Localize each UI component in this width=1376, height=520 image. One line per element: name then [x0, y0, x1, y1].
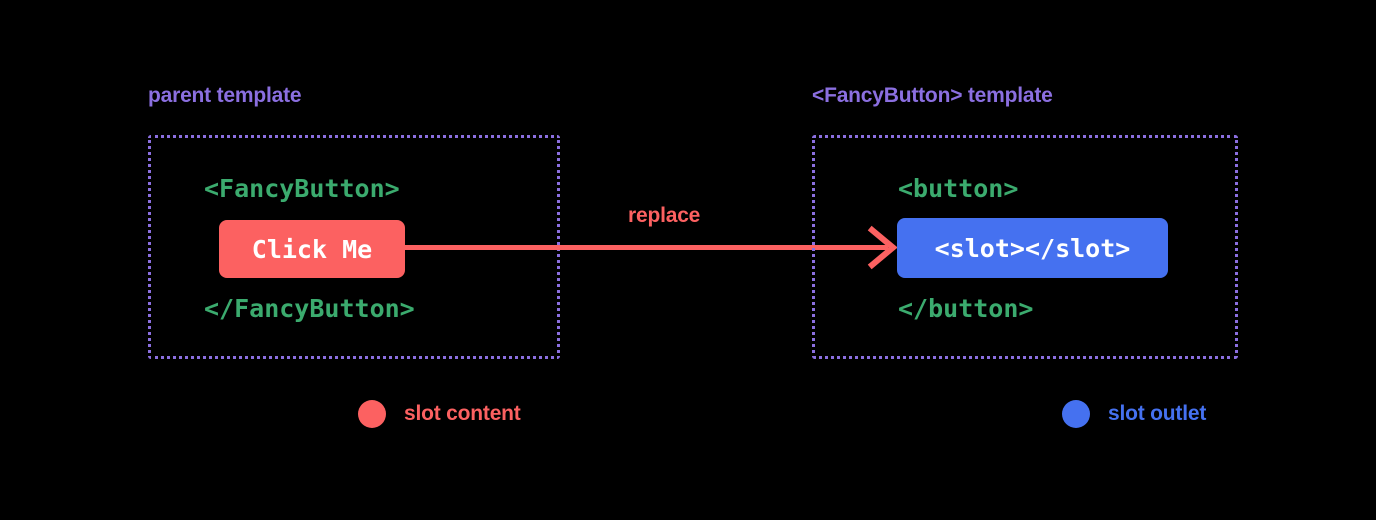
replace-arrow-icon — [400, 225, 898, 270]
parent-open-tag: <FancyButton> — [204, 174, 400, 203]
slot-content-chip[interactable]: Click Me — [219, 220, 405, 278]
arrow-head — [867, 225, 898, 270]
fancybutton-open-tag: <button> — [898, 174, 1019, 203]
parent-template-title: parent template — [148, 84, 302, 107]
circle-icon — [1062, 400, 1090, 428]
fancybutton-close-tag: </button> — [898, 294, 1034, 323]
slot-outlet-chip[interactable]: <slot></slot> — [897, 218, 1168, 278]
replace-arrow-label: replace — [628, 204, 701, 227]
legend-slot-content-label: slot content — [404, 402, 521, 425]
fancybutton-template-title: <FancyButton> template — [812, 84, 1053, 107]
legend-slot-content: slot content — [358, 400, 521, 428]
circle-icon — [358, 400, 386, 428]
parent-close-tag: </FancyButton> — [204, 294, 415, 323]
fancybutton-template-panel — [812, 135, 1238, 359]
legend-slot-outlet-label: slot outlet — [1108, 402, 1207, 425]
legend-slot-outlet: slot outlet — [1062, 400, 1206, 428]
